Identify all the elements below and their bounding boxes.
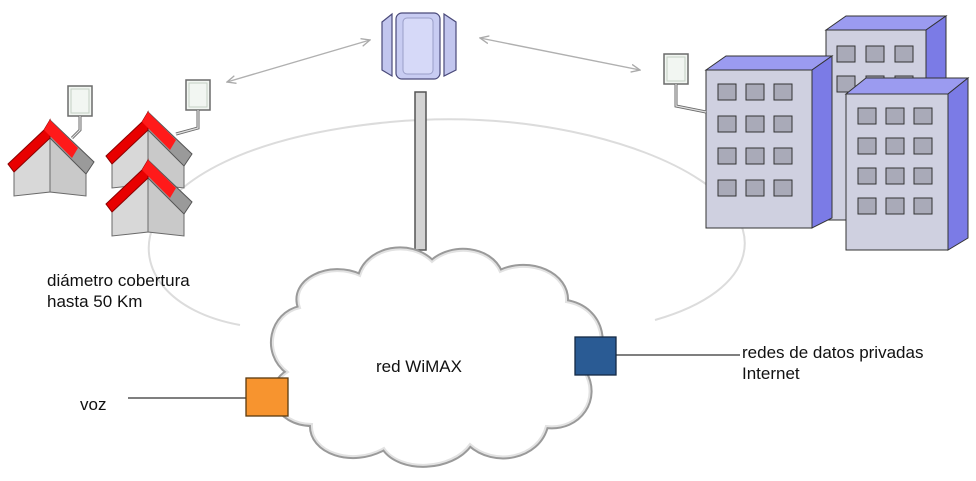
subscriber-antenna-icon bbox=[67, 85, 93, 140]
link-arrow-right bbox=[480, 38, 640, 70]
coverage-label-line2: hasta 50 Km bbox=[47, 292, 143, 311]
base-station-antenna-icon bbox=[381, 12, 457, 251]
cloud-label: red WiMAX bbox=[376, 357, 462, 376]
voice-label: voz bbox=[80, 395, 107, 414]
data-port bbox=[574, 336, 617, 376]
coverage-ring bbox=[147, 118, 746, 326]
networks-label: redes de datos privadas Internet bbox=[742, 342, 923, 384]
building-icon bbox=[704, 55, 834, 229]
networks-label-line1: redes de datos privadas bbox=[742, 343, 924, 362]
coverage-label: diámetro cobertura hasta 50 Km bbox=[47, 270, 190, 312]
cloud-icon bbox=[270, 246, 604, 468]
voice-port bbox=[245, 377, 289, 417]
networks-label-line2: Internet bbox=[742, 364, 800, 383]
coverage-label-line1: diámetro cobertura bbox=[47, 271, 190, 290]
link-arrow-left bbox=[227, 40, 370, 82]
house-icon bbox=[7, 119, 95, 197]
building-icon bbox=[844, 76, 970, 251]
subscriber-antenna-icon bbox=[663, 53, 707, 114]
subscriber-antenna-icon bbox=[175, 79, 211, 136]
